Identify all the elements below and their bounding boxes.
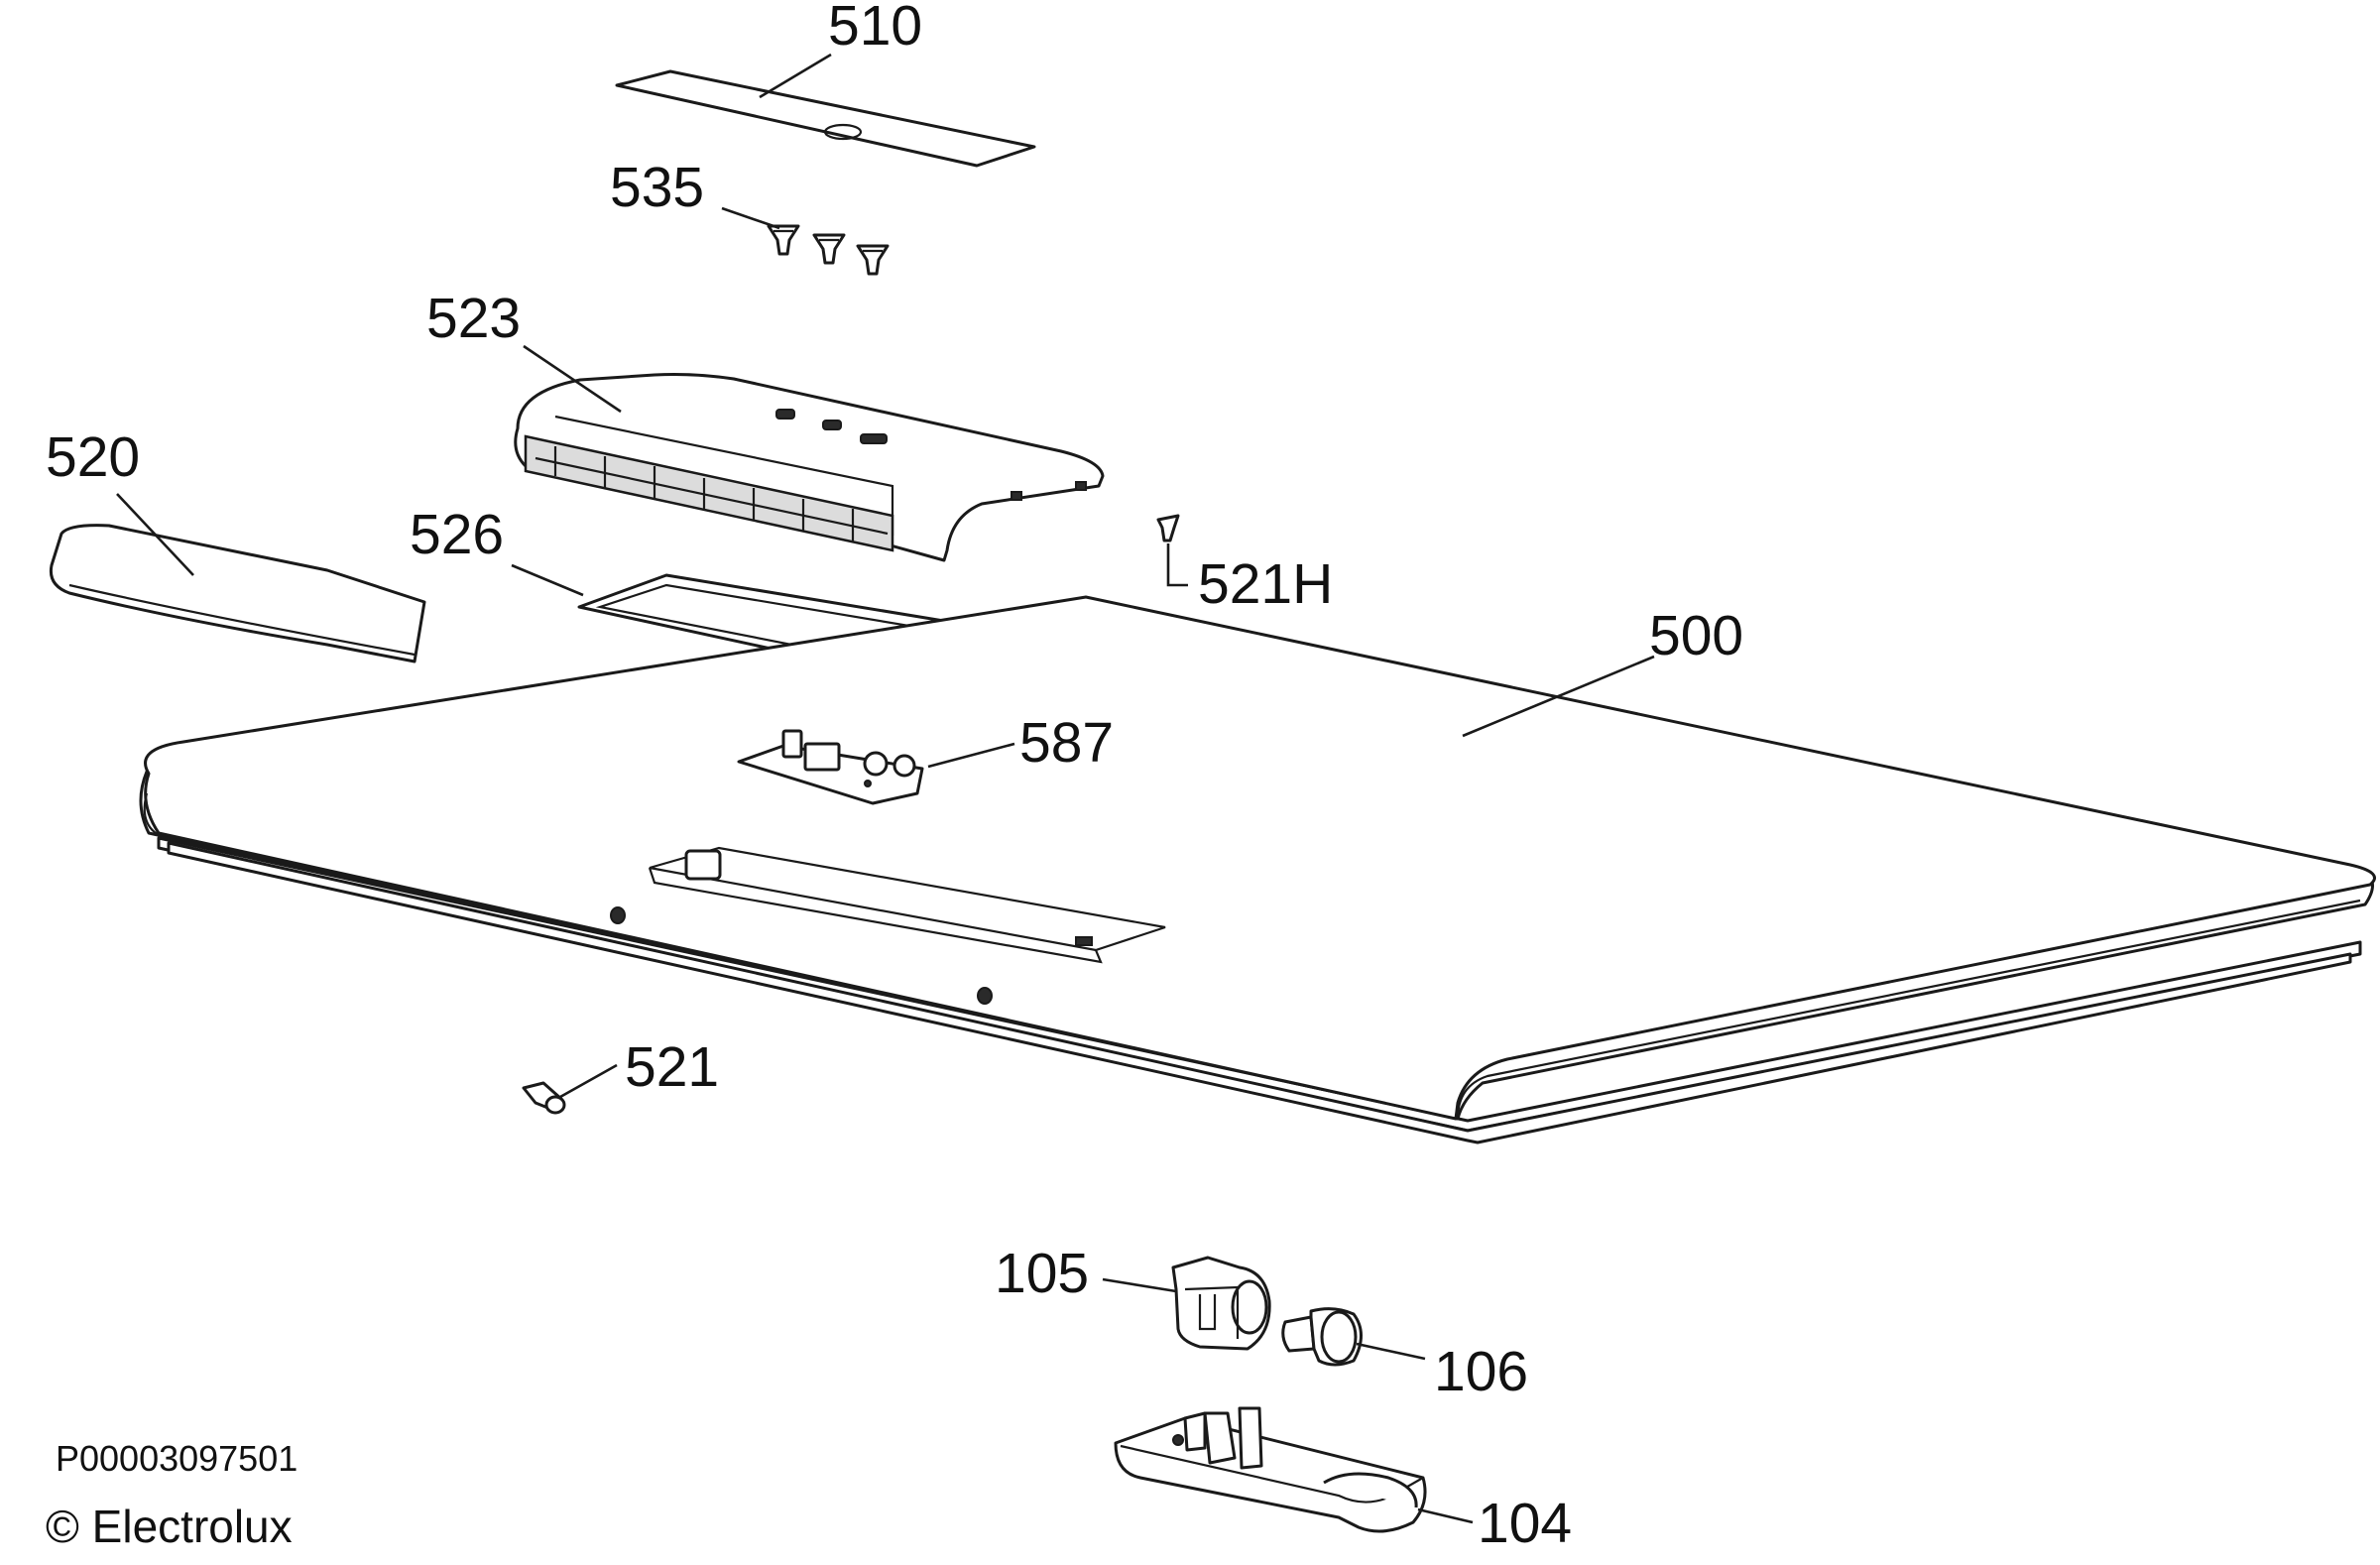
leader-587 [927,742,1015,769]
document-id: P00003097501 [56,1438,298,1479]
callout-523: 523 [426,287,521,350]
copyright-notice: © Electrolux [46,1501,293,1552]
leader-523 [523,344,622,414]
part-510-cover-strip [615,69,1036,168]
callout-521h: 521H [1198,552,1333,616]
part-520-trim-strip [49,524,426,663]
callout-587: 587 [1019,711,1114,775]
part-535-screws [767,224,890,276]
leader-510 [759,53,832,99]
leader-535 [721,206,780,230]
leader-500 [1462,655,1655,738]
part-521-screw [522,1081,566,1115]
part-106-pin [1281,1307,1363,1367]
leader-105 [1102,1277,1177,1293]
leader-106 [1356,1342,1426,1361]
callout-520: 520 [46,425,140,489]
callout-526: 526 [410,503,504,566]
part-105-hinge-bracket [1171,1256,1271,1351]
callout-104: 104 [1478,1492,1572,1555]
callout-535: 535 [610,156,704,219]
part-523-control-housing [514,373,1105,562]
leader-104 [1417,1507,1474,1524]
leader-520 [116,493,194,576]
callout-510: 510 [828,0,922,58]
part-104-hinge-cover [1114,1406,1427,1533]
leader-526 [511,563,584,597]
leader-lines [116,53,1655,1524]
callout-500: 500 [1649,604,1743,667]
callout-521: 521 [625,1035,719,1099]
part-587-circuit-board [737,729,924,805]
part-500-worktop-panel [139,595,2376,1144]
leader-521 [559,1063,618,1099]
callout-105: 105 [995,1242,1089,1305]
leader-521h [1166,543,1188,587]
callout-106: 106 [1434,1340,1528,1403]
callout-labels: 510 535 523 520 526 521H 500 587 521 105… [46,0,1743,1555]
part-521h-screw [1156,514,1180,542]
